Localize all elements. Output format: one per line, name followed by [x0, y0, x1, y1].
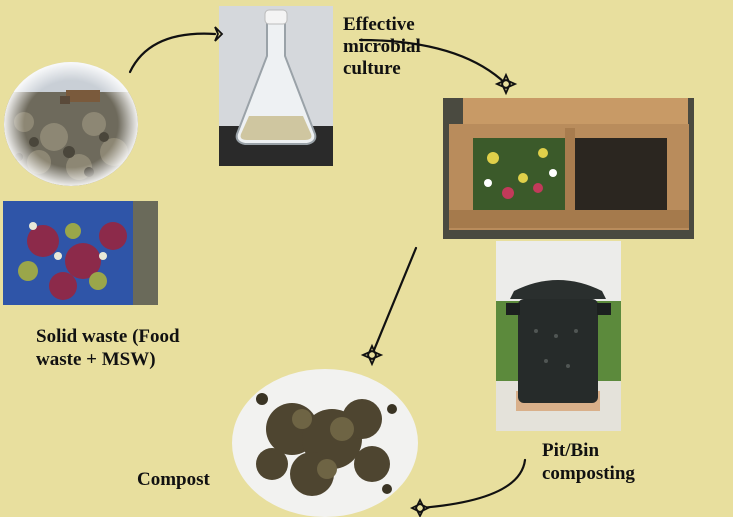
arrowhead-2: [494, 72, 518, 96]
label-bin-line2: composting: [542, 463, 635, 484]
flask-photo: [219, 6, 333, 166]
wooden-bin-photo: [443, 98, 694, 239]
food-waste-photo: [3, 201, 158, 305]
arrow-pit-to-compost: [418, 458, 527, 510]
arrowhead-1: [214, 26, 224, 42]
arrow-bin-to-compost: [370, 246, 418, 357]
label-solid-waste-line2: waste + MSW): [36, 349, 156, 370]
compost-photo: [232, 369, 418, 517]
label-culture-line2: microbial: [343, 36, 421, 57]
arrowhead-3: [360, 343, 384, 367]
label-culture-line3: culture: [343, 58, 401, 79]
label-solid-waste-line1: Solid waste (Food: [36, 326, 180, 347]
label-culture-line1: Effective: [343, 14, 415, 35]
label-bin-line1: Pit/Bin: [542, 440, 600, 461]
arrowhead-4: [409, 497, 431, 517]
arrow-landfill-to-flask: [128, 32, 217, 74]
plastic-bin-photo: [496, 241, 621, 431]
arrow-culture-to-bin: [358, 38, 508, 86]
landfill-photo: [4, 62, 138, 186]
label-compost: Compost: [137, 469, 210, 490]
